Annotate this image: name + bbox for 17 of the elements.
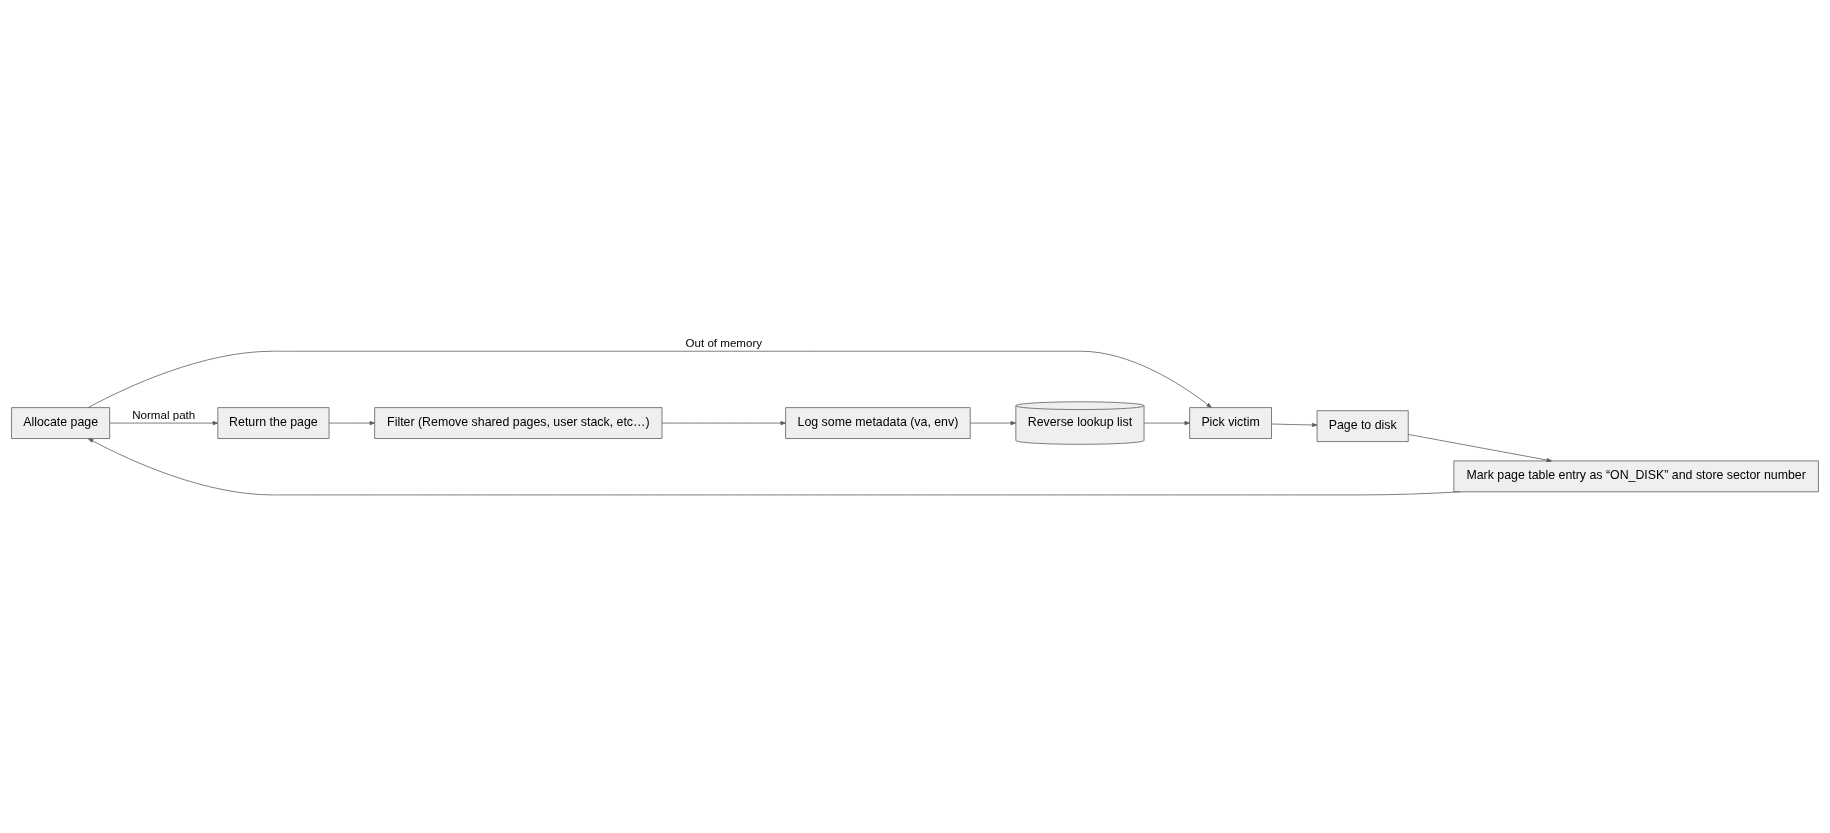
node-box: Pick victim [1189,407,1272,439]
arrow [88,350,1212,408]
arrow [1143,421,1190,426]
node-box: Page to disk [1316,410,1409,442]
edge-label: Out of memory [685,337,763,350]
arrow [661,421,786,426]
arrow [88,438,1461,496]
arrow [970,421,1016,426]
node-box: Return the page [217,407,330,439]
arrow [109,421,219,426]
node-box: Log some metadata (va, env) [785,407,971,439]
arrow [328,421,375,426]
edge-label: Normal path [132,409,196,422]
arrow [1271,422,1318,427]
node-box: Allocate page [11,407,111,439]
node-box: Filter (Remove shared pages, user stack, etc…) [374,407,663,439]
arrow [1407,434,1553,463]
